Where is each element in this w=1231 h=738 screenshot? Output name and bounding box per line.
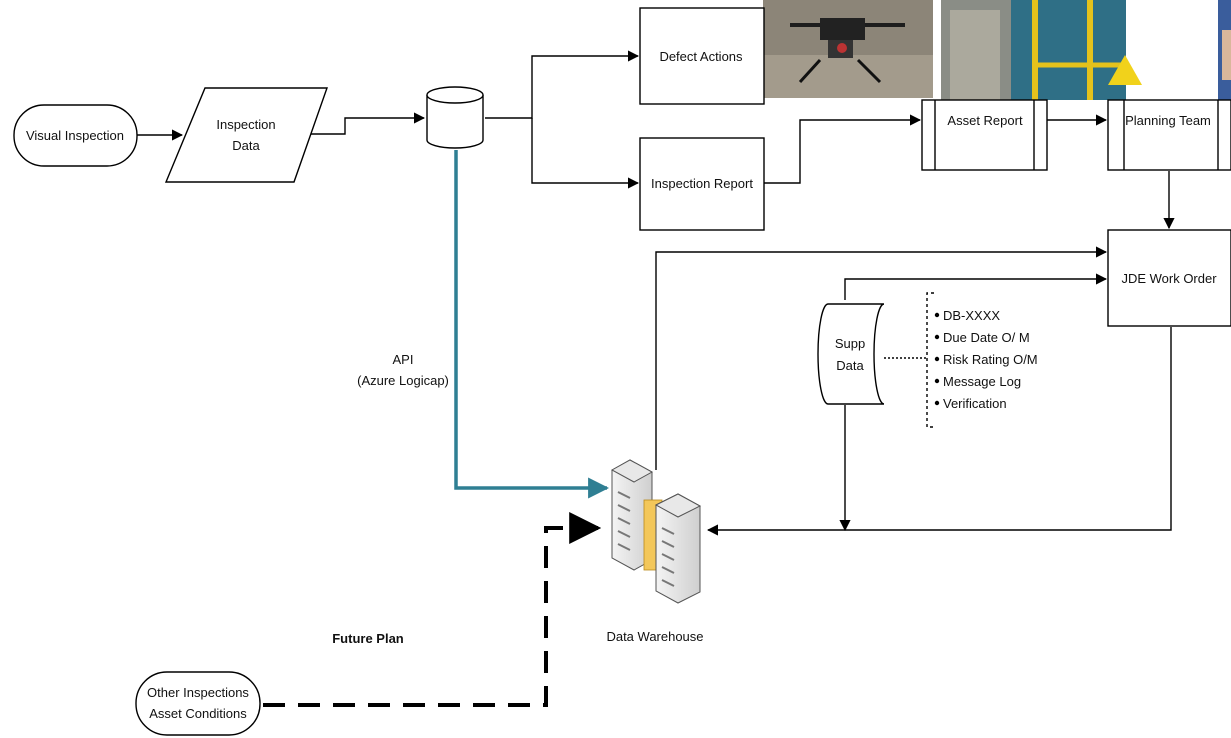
supp-field-item: DB-XXXX — [935, 308, 1001, 323]
supp-field-text: Message Log — [943, 374, 1021, 389]
arrow-report-to-asset — [764, 120, 920, 183]
other-inspections-label-1: Other Inspections — [147, 685, 249, 700]
arrow-db-to-defect — [485, 56, 638, 118]
supp-fields-bracket — [927, 293, 934, 427]
worker-photo — [1218, 0, 1231, 100]
supp-data-field-list: DB-XXXX Due Date O/ M Risk Rating O/M Me… — [935, 308, 1038, 411]
inspection-data-label-2: Data — [232, 138, 260, 153]
data-warehouse-label: Data Warehouse — [606, 629, 703, 644]
arrow-db-to-report — [532, 118, 638, 183]
supp-field-item: Due Date O/ M — [935, 330, 1030, 345]
inspection-report-node: Inspection Report — [640, 138, 764, 230]
visual-inspection-node: Visual Inspection — [14, 105, 137, 166]
supp-field-item: Message Log — [935, 374, 1021, 389]
defect-actions-node: Defect Actions — [640, 8, 764, 104]
future-plan-label: Future Plan — [332, 631, 404, 646]
supp-field-text: Verification — [943, 396, 1007, 411]
inspection-report-label: Inspection Report — [651, 176, 753, 191]
future-plan-line — [263, 528, 598, 705]
supp-field-text: Due Date O/ M — [943, 330, 1030, 345]
asset-report-label: Asset Report — [947, 113, 1023, 128]
visual-inspection-label: Visual Inspection — [26, 128, 124, 143]
platform-ladder-photo — [941, 0, 1142, 100]
supp-field-item: Risk Rating O/M — [935, 352, 1038, 367]
api-line — [456, 150, 607, 488]
jde-work-order-label: JDE Work Order — [1121, 271, 1217, 286]
asset-report-node: Asset Report — [922, 100, 1047, 170]
database-icon — [427, 87, 483, 148]
inspection-data-label-1: Inspection — [216, 117, 275, 132]
api-label-2: (Azure Logicap) — [357, 373, 449, 388]
planning-team-label: Planning Team — [1125, 113, 1211, 128]
supp-field-text: DB-XXXX — [943, 308, 1000, 323]
drone-photo — [763, 0, 933, 98]
planning-team-node: Planning Team — [1108, 100, 1231, 170]
api-label: API (Azure Logicap) — [357, 352, 449, 388]
supp-data-label-1: Supp — [835, 336, 865, 351]
other-inspections-label-2: Asset Conditions — [149, 706, 247, 721]
supp-data-node: Supp Data — [818, 304, 884, 404]
arrow-warehouse-to-jde — [656, 252, 1106, 470]
api-label-1: API — [393, 352, 414, 367]
inspection-data-node: Inspection Data — [166, 88, 327, 182]
arrow-supp-to-jde — [845, 279, 1106, 300]
arrow-jde-to-warehouse — [708, 327, 1171, 530]
defect-actions-label: Defect Actions — [659, 49, 743, 64]
jde-work-order-node: JDE Work Order — [1108, 230, 1231, 326]
data-warehouse-icon — [612, 460, 700, 603]
supp-field-item: Verification — [935, 396, 1007, 411]
other-inspections-node: Other Inspections Asset Conditions — [136, 672, 260, 735]
supp-field-text: Risk Rating O/M — [943, 352, 1038, 367]
supp-data-label-2: Data — [836, 358, 864, 373]
